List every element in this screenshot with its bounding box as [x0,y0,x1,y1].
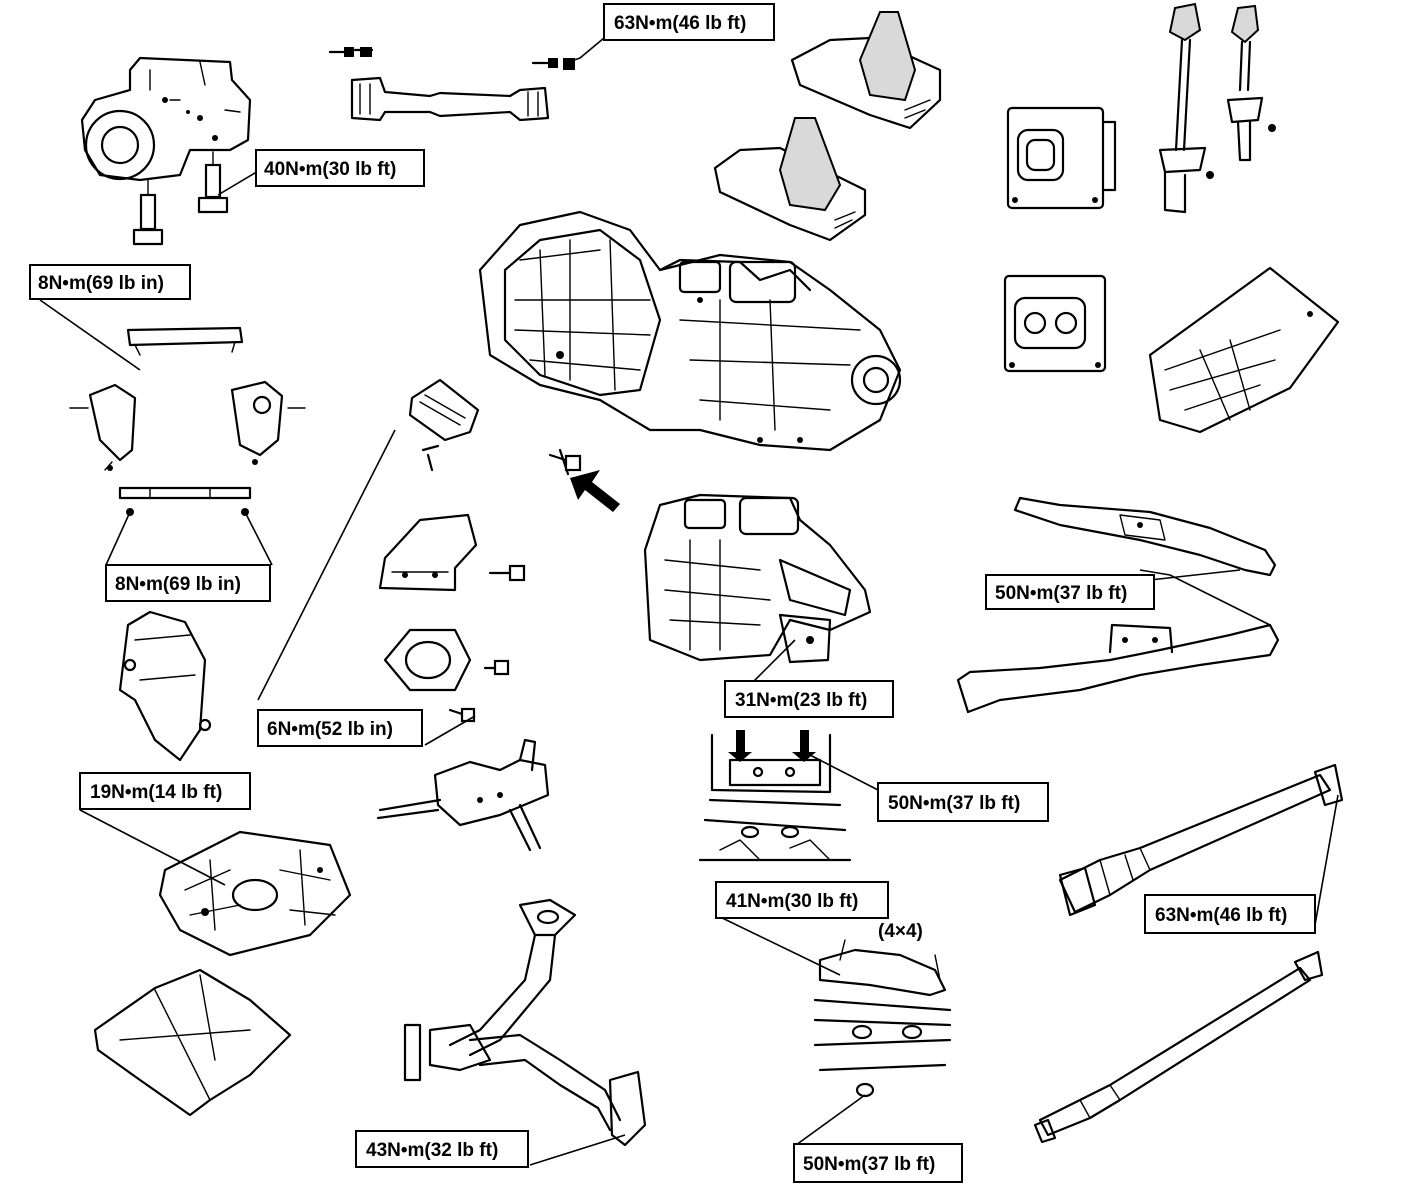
transmission-rear-housing [643,493,872,664]
skid-plate [158,830,352,957]
torque-text: 41N•m(30 lb ft) [726,891,858,912]
torque-text: 50N•m(37 lb ft) [888,793,1020,814]
clutch-slave-cylinder [376,738,550,852]
torque-label-frame-nut: 50N•m(37 lb ft) [793,1143,963,1183]
exhaust-flange-gasket [383,628,510,723]
floor-insulator [1148,266,1340,434]
transmission-assembly [478,210,902,452]
torque-text: 8N•m(69 lb in) [115,574,241,595]
torque-label-driveshaft-rear: 63N•m(46 lb ft) [1144,894,1316,934]
rear-driveshaft-4x2 [1033,950,1324,1144]
shift-lever-assembly [1158,2,1276,214]
crossmember-upper [1013,496,1277,577]
torque-text: 31N•m(23 lb ft) [735,690,867,711]
mount-frame-detail [698,730,852,862]
transfer-case-bolts [132,151,229,246]
shift-boot-plate-lower [1003,274,1107,373]
torque-text: 43N•m(32 lb ft) [366,1140,498,1161]
bracket-strip [126,326,244,356]
rear-driveshaft-4x4 [1058,763,1344,917]
torque-label-skid-plate: 19N•m(14 lb ft) [79,772,251,810]
transfer-case-housing [80,56,252,182]
torque-label-transmission-mount: 31N•m(23 lb ft) [724,680,894,718]
direction-arrow [570,470,620,512]
torque-text: 40N•m(30 lb ft) [264,159,396,180]
torque-text: 63N•m(46 lb ft) [614,13,746,34]
leader-lines [39,37,1339,1166]
shift-boot-upper [790,11,942,130]
heat-shield-plate [118,486,252,516]
torque-text: 50N•m(37 lb ft) [803,1154,935,1175]
bracket-left [69,383,137,471]
torque-label-mount-4x4: 41N•m(30 lb ft) [715,881,889,919]
mount-insulator [408,378,480,472]
mount-bracket [378,513,526,592]
crossmember-lower [956,623,1280,714]
torque-text: 8N•m(69 lb in) [38,273,164,294]
torque-text: 50N•m(37 lb ft) [995,583,1127,604]
torque-label-heat-shield-upper: 8N•m(69 lb in) [29,264,191,300]
mount-bolt [548,448,582,476]
exhaust-pipe [403,898,647,1147]
torque-label-exhaust-pipe: 43N•m(32 lb ft) [355,1130,529,1168]
shift-boot-plate-upper [1006,106,1117,210]
lower-deflector [93,968,292,1117]
torque-label-crossmember: 50N•m(37 lb ft) [985,574,1155,610]
mount-4x4-detail [813,939,952,1098]
torque-text: 63N•m(46 lb ft) [1155,905,1287,926]
front-driveshaft [328,47,575,122]
torque-text: 19N•m(14 lb ft) [90,782,222,803]
torque-label-heat-shield-lower: 8N•m(69 lb in) [105,564,271,602]
torque-label-driveshaft-front: 63N•m(46 lb ft) [603,3,775,41]
heat-shield-lower [118,610,212,762]
bracket-right [230,380,306,465]
drive-type-note: (4×4) [878,921,923,942]
torque-label-mount-bracket: 6N•m(52 lb in) [257,709,423,747]
torque-label-transfer-case: 40N•m(30 lb ft) [255,149,425,187]
torque-label-mount-frame: 50N•m(37 lb ft) [877,782,1049,822]
shift-boot-lower [713,117,867,242]
torque-text: 6N•m(52 lb in) [267,719,393,740]
